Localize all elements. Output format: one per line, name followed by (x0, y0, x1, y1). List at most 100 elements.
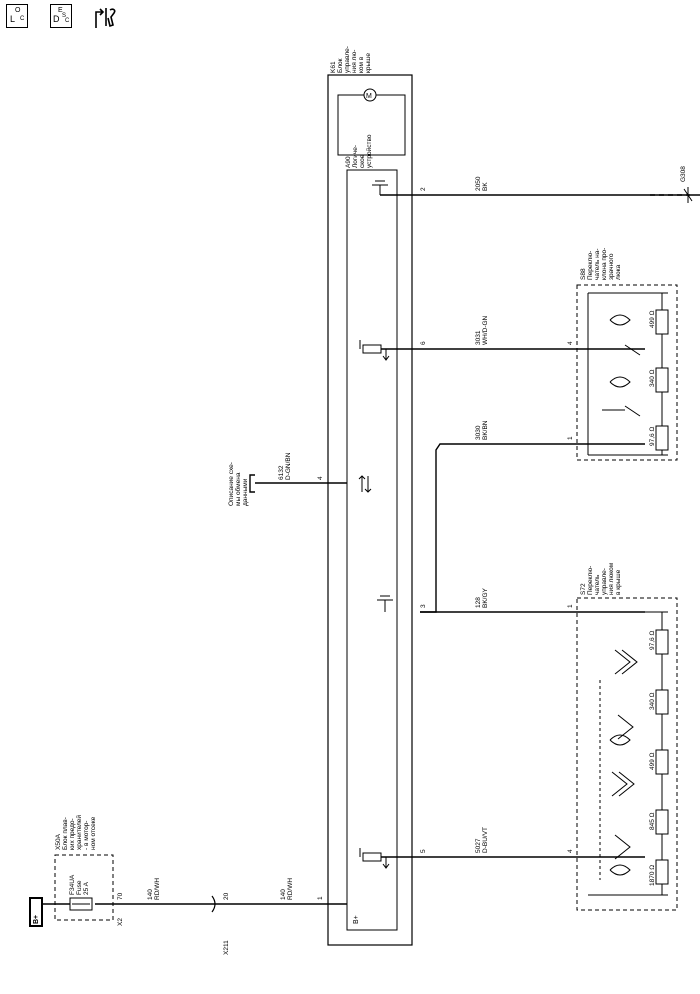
svg-text:крыше: крыше (365, 53, 372, 73)
loc-icon-small: C (20, 16, 25, 22)
fuse-block-box (54, 854, 114, 921)
a90-label: A90 Логиче- ское устройство (345, 134, 373, 168)
desc-icon-small: C (65, 18, 70, 24)
circuit-3030-label: 3030 BK/BN (475, 420, 489, 440)
g308-label: G308 (680, 166, 687, 182)
fuse-block-label: X50A Блок плав- ких предо- хранителей - … (55, 815, 97, 850)
pin-2-label: 2 (420, 187, 427, 191)
s72-pin-4-label: 4 (567, 849, 574, 853)
svg-text:ких предо-: ких предо- (69, 818, 76, 850)
circuit-3031-label: 3031 WH/D-GN (475, 315, 489, 345)
desc-icon-big: D (53, 14, 60, 24)
svg-text:ния лю-: ния лю- (351, 50, 358, 73)
svg-text:3030: 3030 (475, 425, 482, 440)
motor-label: M (366, 93, 372, 100)
svg-text:ния люком: ния люком (608, 562, 615, 595)
svg-text:BK: BK (482, 182, 489, 191)
fuse-pin-label: 70 (117, 892, 124, 900)
svg-text:25 A: 25 A (83, 881, 90, 895)
power-bplus-box (29, 897, 43, 927)
svg-text:D-BU/VT: D-BU/VT (482, 827, 489, 853)
svg-text:140: 140 (147, 889, 154, 900)
svg-text:128: 128 (475, 597, 482, 608)
svg-text:данными: данными (242, 478, 249, 506)
k61-label: K61 Блок управле- ния лю- ком в крыше (330, 46, 372, 73)
svg-text:RD/WH: RD/WH (287, 878, 294, 900)
power-bplus-label: B+ (33, 915, 40, 924)
s88-label: S88 Переклю- чатель на- клона про- зрачн… (580, 248, 622, 280)
s72-resistor-499: 499 Ω (649, 752, 656, 770)
s72-switch-box (576, 597, 678, 911)
svg-text:K61: K61 (330, 61, 337, 73)
data-link-description: Описание схе- мы обмена данными (228, 462, 249, 506)
svg-text:чатель на-: чатель на- (594, 248, 601, 280)
svg-text:Блок плав-: Блок плав- (62, 817, 69, 850)
s88-resistor-499: 499 Ω (649, 310, 656, 328)
svg-text:S72: S72 (580, 583, 587, 595)
s88-pin-1-label: 1 (567, 436, 574, 440)
svg-text:зрачного: зрачного (608, 253, 615, 280)
svg-text:A90: A90 (345, 156, 352, 168)
svg-text:6132: 6132 (278, 465, 285, 480)
s72-resistor-845: 845 Ω (649, 812, 656, 830)
loc-icon-big: L (10, 14, 16, 24)
svg-text:S88: S88 (580, 268, 587, 280)
svg-text:устройство: устройство (365, 134, 373, 168)
svg-text:BK/BN: BK/BN (482, 420, 489, 440)
circuit-140-b-label: 140 RD/WH (280, 878, 294, 900)
fuse-connector-label: X2 (117, 918, 124, 926)
fuse-id-label: F34UA Fuse 25 A (69, 874, 90, 895)
s88-pin-4-label: 4 (567, 341, 574, 345)
svg-text:WH/D-GN: WH/D-GN (482, 315, 489, 345)
svg-text:BK/GY: BK/GY (482, 587, 489, 608)
svg-text:2050: 2050 (475, 176, 482, 191)
svg-text:клона про-: клона про- (601, 248, 608, 280)
svg-text:управле-: управле- (344, 46, 351, 73)
svg-text:F34UA: F34UA (69, 874, 76, 895)
pin-1-label: 1 (317, 896, 324, 900)
svg-text:хранителей: хранителей (75, 815, 83, 850)
bplus-inner-label: B+ (353, 915, 360, 924)
svg-text:Fuse: Fuse (76, 880, 83, 895)
k61-module-box (327, 74, 413, 946)
svg-text:люка: люка (615, 264, 622, 280)
description-view-icon[interactable]: D E S C (50, 4, 72, 28)
circuit-2050-label: 2050 BK (475, 176, 489, 191)
svg-text:D-GN/BN: D-GN/BN (285, 452, 292, 480)
a90-logic-box (346, 169, 398, 931)
x211-pin-label: 20 (223, 892, 230, 900)
x211-label: X211 (223, 940, 230, 955)
s72-resistor-340: 340 Ω (649, 692, 656, 710)
desc-icon-sub: E (58, 7, 63, 14)
svg-text:ское: ское (359, 154, 366, 168)
svg-text:ном отсеке: ном отсеке (90, 816, 97, 850)
svg-text:Логиче-: Логиче- (352, 145, 359, 168)
circuit-128-label: 128 BK/GY (475, 587, 489, 608)
pin-4-data-label: 4 (317, 476, 324, 480)
s88-resistor-97: 97,6 Ω (649, 427, 656, 446)
motor-icon (363, 88, 377, 102)
s72-resistor-97: 97,6 Ω (649, 631, 656, 650)
svg-text:управле-: управле- (601, 568, 608, 595)
s88-resistor-340: 340 Ω (649, 369, 656, 387)
svg-text:Переклю-: Переклю- (587, 566, 594, 595)
circuit-5027-label: 5027 D-BU/VT (475, 827, 489, 853)
svg-text:5027: 5027 (475, 838, 482, 853)
svg-text:Описание схе-: Описание схе- (228, 462, 235, 506)
s88-switch-box (576, 284, 678, 461)
wrench-exchange-icon[interactable] (92, 6, 120, 30)
svg-text:3031: 3031 (475, 330, 482, 345)
pin-6-label: 6 (420, 341, 427, 345)
location-view-icon[interactable]: L O C (6, 4, 28, 28)
circuit-6132-label: 6132 D-GN/BN (278, 452, 292, 480)
svg-text:мы обмена: мы обмена (234, 472, 242, 506)
pin-5-label: 5 (420, 849, 427, 853)
s72-label: S72 Переклю- чатель управле- ния люком в… (580, 562, 622, 595)
svg-text:X50A: X50A (55, 833, 62, 850)
svg-text:Блок: Блок (337, 58, 344, 73)
svg-text:Переклю-: Переклю- (587, 251, 594, 280)
loc-icon-sub: O (15, 7, 21, 14)
svg-text:в крыше: в крыше (615, 569, 622, 595)
svg-text:ком в: ком в (358, 56, 365, 73)
